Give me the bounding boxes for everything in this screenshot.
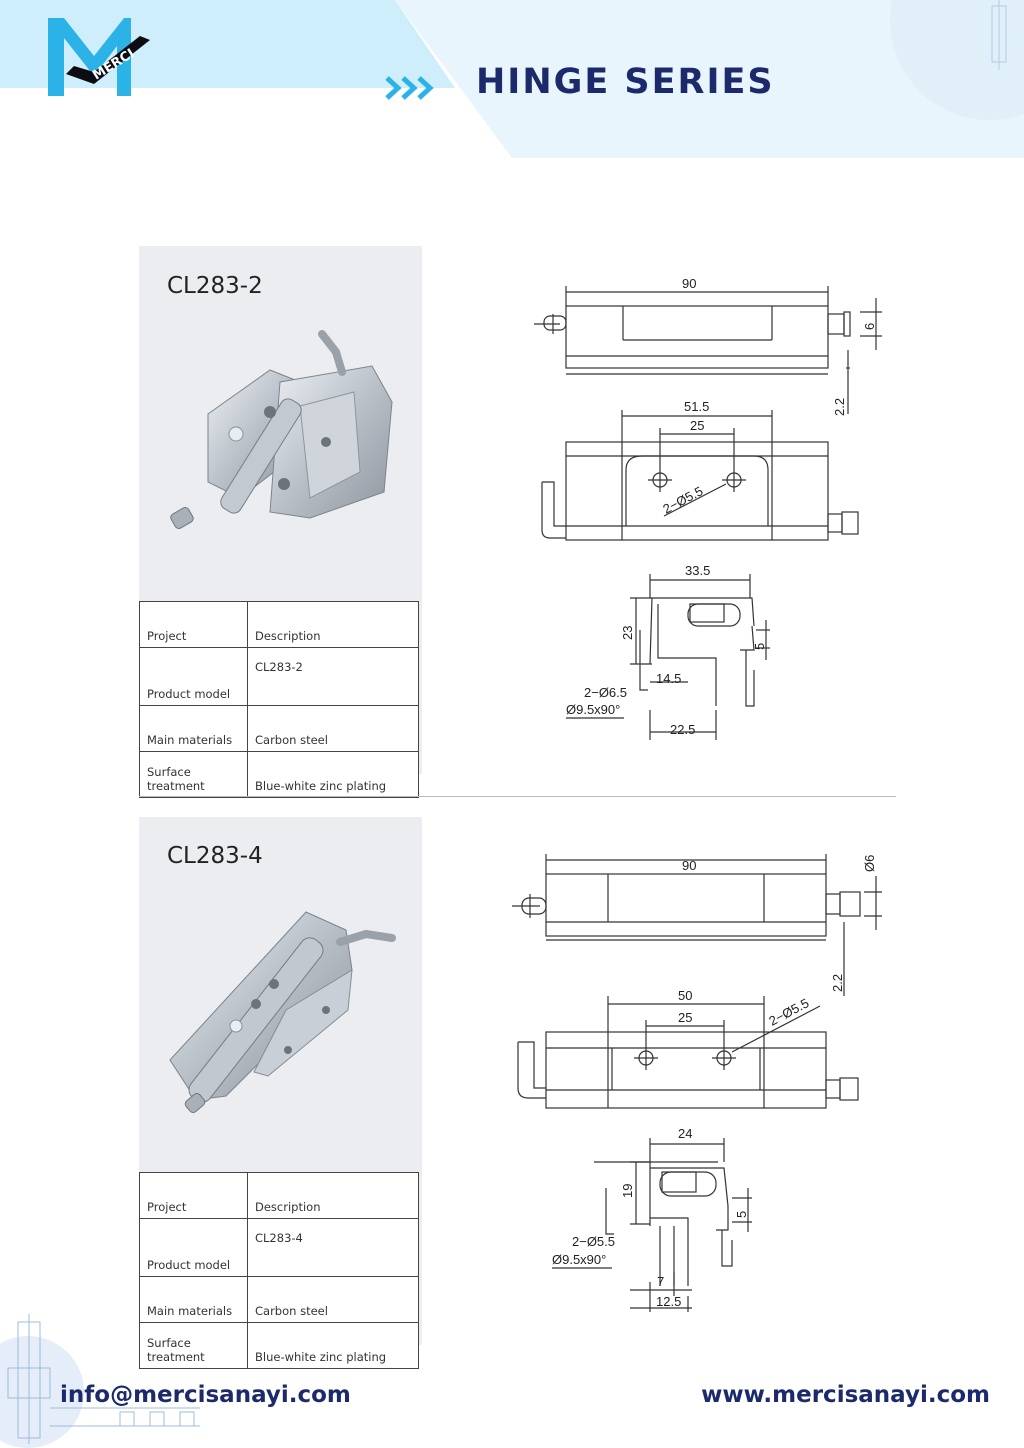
spec-label: Product model bbox=[139, 647, 248, 706]
dim-side-width: 24 bbox=[678, 1126, 692, 1141]
spec-table-1: Project Description Product model CL283-… bbox=[139, 601, 419, 798]
dim-side-height: 19 bbox=[620, 1184, 635, 1198]
spec-label: Project bbox=[139, 601, 248, 648]
dim-width: 90 bbox=[682, 858, 696, 873]
dim-hole-pitch: 25 bbox=[678, 1010, 692, 1025]
footer-email-link[interactable]: info@mercisanayi.com bbox=[60, 1382, 351, 1408]
dim-side-a: 14.5 bbox=[656, 671, 681, 686]
spec-value: Blue-white zinc plating bbox=[247, 1322, 419, 1369]
spec-value: CL283-2 bbox=[247, 647, 419, 706]
dim-countersink-1: 2−Ø5.5 bbox=[572, 1234, 615, 1249]
table-header-row: Project Description bbox=[139, 1172, 419, 1219]
spec-label: Surface treatment bbox=[139, 751, 248, 798]
table-row: Main materials Carbon steel bbox=[139, 705, 419, 752]
brand-logo: MERCI bbox=[48, 18, 150, 96]
table-row: Surface treatment Blue-white zinc platin… bbox=[139, 751, 419, 798]
dim-holes: 2−Ø5.5 bbox=[766, 995, 811, 1028]
dim-side-a: 7 bbox=[657, 1274, 664, 1289]
spec-value: Description bbox=[247, 1172, 419, 1219]
dim-holes: 2−Ø5.5 bbox=[660, 483, 705, 516]
dim-countersink-1: 2−Ø6.5 bbox=[584, 685, 627, 700]
footer-blueprint-decoration bbox=[0, 1314, 200, 1448]
spec-table-2: Project Description Product model CL283-… bbox=[139, 1172, 419, 1369]
dim-hole-pitch: 25 bbox=[690, 418, 704, 433]
hinge-photo-1 bbox=[170, 330, 393, 529]
dim-pin: Ø6 bbox=[862, 855, 877, 872]
dim-side-width: 33.5 bbox=[685, 563, 710, 578]
chevrons-icon bbox=[385, 76, 434, 100]
dim-countersink-2: Ø9.5x90° bbox=[552, 1252, 606, 1267]
spec-value: Carbon steel bbox=[247, 1276, 419, 1323]
footer-website-link[interactable]: www.mercisanayi.com bbox=[701, 1382, 990, 1408]
spec-value: CL283-4 bbox=[247, 1218, 419, 1277]
dim-thickness: 2.2 bbox=[830, 974, 845, 992]
spec-label: Surface treatment bbox=[139, 1322, 248, 1369]
spec-value: Blue-white zinc plating bbox=[247, 751, 419, 798]
spec-label: Project bbox=[139, 1172, 248, 1219]
dim-width: 90 bbox=[682, 276, 696, 291]
technical-drawing-1: 90 6 2.2 51.5 25 2−Ø5.5 33.5 23 5 14.5 2… bbox=[534, 276, 882, 740]
table-row: Product model CL283-2 bbox=[139, 647, 419, 706]
product-model-title-2: CL283-4 bbox=[167, 843, 263, 869]
dim-pin: 6 bbox=[862, 323, 877, 330]
dim-side-b: 12.5 bbox=[656, 1294, 681, 1309]
table-row: Main materials Carbon steel bbox=[139, 1276, 419, 1323]
product-model-title-1: CL283-2 bbox=[167, 273, 263, 299]
hinge-photo-2 bbox=[169, 911, 396, 1114]
table-header-row: Project Description bbox=[139, 601, 419, 648]
dim-hole-span: 50 bbox=[678, 988, 692, 1003]
table-row: Product model CL283-4 bbox=[139, 1218, 419, 1277]
dim-side-offset: 5 bbox=[752, 643, 767, 650]
dim-hole-span: 51.5 bbox=[684, 399, 709, 414]
dim-countersink-2: Ø9.5x90° bbox=[566, 702, 620, 717]
spec-value: Carbon steel bbox=[247, 705, 419, 752]
dim-side-height: 23 bbox=[620, 626, 635, 640]
section-divider bbox=[139, 796, 896, 797]
spec-value: Description bbox=[247, 601, 419, 648]
spec-label: Main materials bbox=[139, 1276, 248, 1323]
table-row: Surface treatment Blue-white zinc platin… bbox=[139, 1322, 419, 1369]
spec-label: Product model bbox=[139, 1218, 248, 1277]
dim-side-offset: 5 bbox=[734, 1211, 749, 1218]
dim-side-b: 22.5 bbox=[670, 722, 695, 737]
spec-label: Main materials bbox=[139, 705, 248, 752]
dim-thickness: 2.2 bbox=[832, 398, 847, 416]
technical-drawing-2: 90 Ø6 2.2 50 25 2−Ø5.5 24 19 5 7 12.5 2−… bbox=[512, 854, 882, 1312]
page-title: HINGE SERIES bbox=[476, 62, 775, 102]
